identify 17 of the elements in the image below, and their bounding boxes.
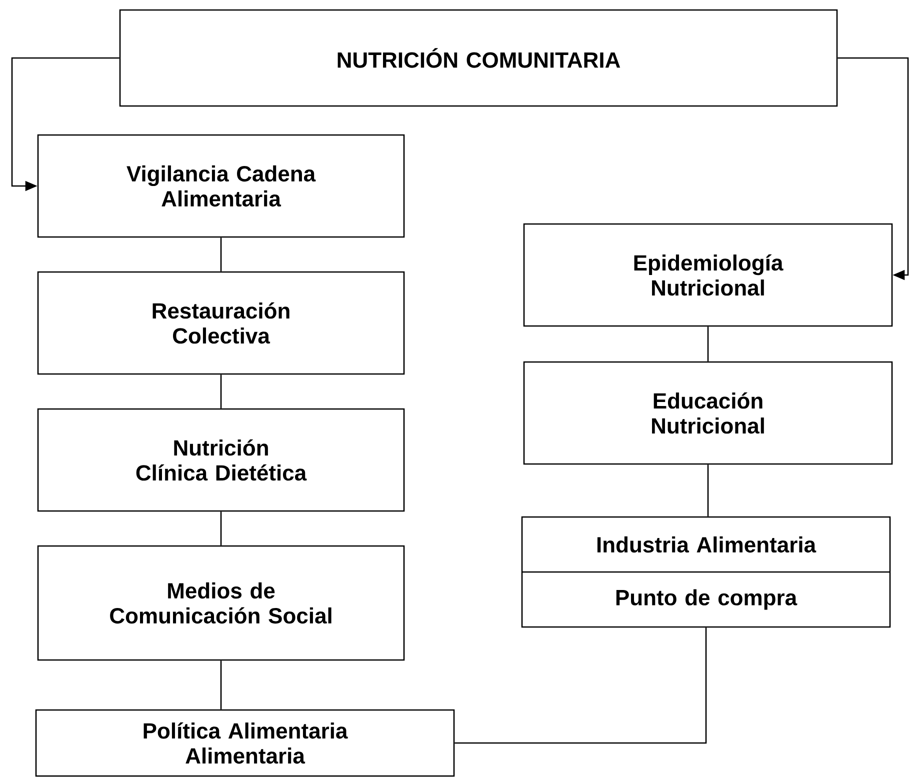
process-box: Vigilancia Cadena Alimentaria <box>37 134 405 238</box>
connector <box>220 374 222 408</box>
process-box: Medios de Comunicación Social <box>37 545 405 661</box>
connector <box>220 660 222 710</box>
process-box: Epidemiología Nutricional <box>523 223 893 327</box>
connector <box>838 57 909 280</box>
process-box: Política Alimentaria Alimentaria <box>35 709 455 777</box>
process-box: Restauración Colectiva <box>37 271 405 375</box>
connector <box>220 238 222 272</box>
process-box: Educación Nutricional <box>523 361 893 465</box>
connector <box>707 464 709 516</box>
connector <box>454 628 707 744</box>
process-box: NUTRICIÓN COMUNITARIA <box>119 9 838 107</box>
connector <box>220 512 222 546</box>
connector <box>707 326 709 362</box>
process-box: Nutrición Clínica Dietética <box>37 408 405 512</box>
process-box: Industria Alimentaria Punto de compra <box>521 516 891 628</box>
